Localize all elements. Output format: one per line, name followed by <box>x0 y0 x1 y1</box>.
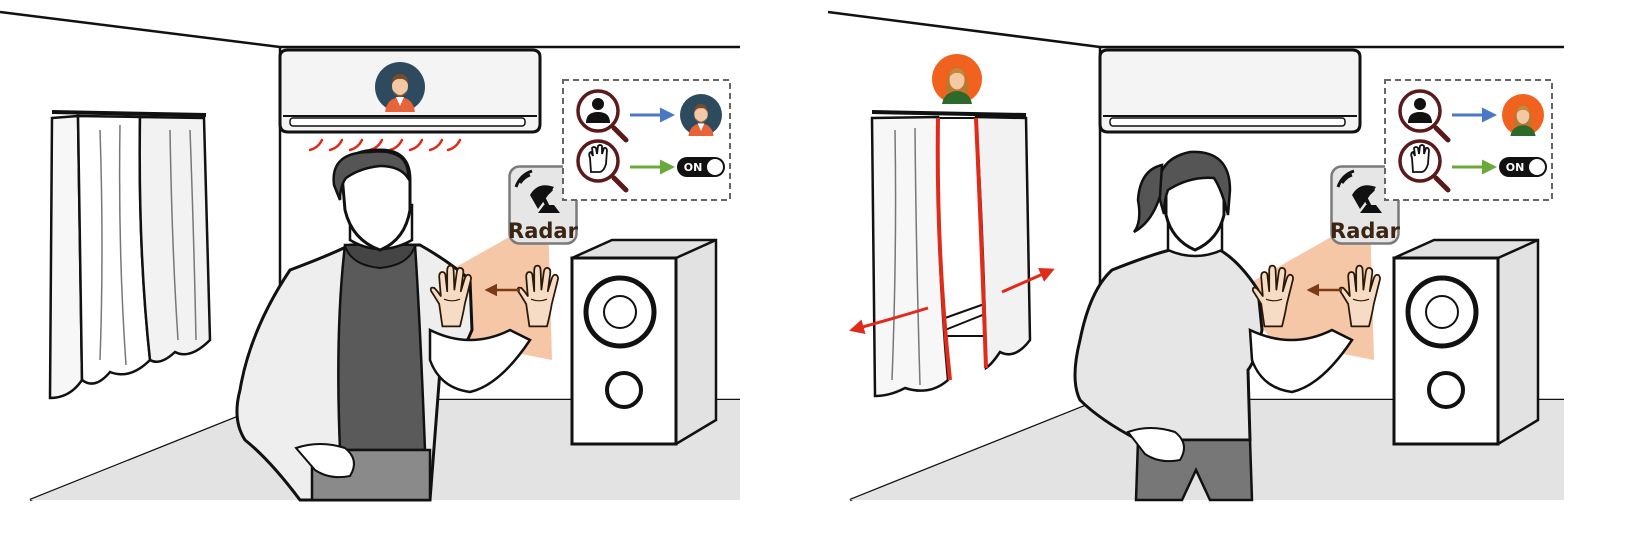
hand-search-icon <box>1398 139 1451 193</box>
identity-row <box>576 89 722 143</box>
speaker <box>1392 238 1540 446</box>
ac-airflow <box>308 138 462 152</box>
radar-device: Radar <box>508 165 579 245</box>
panel-left: Radar <box>0 10 740 502</box>
gesture-row: ON <box>576 139 725 193</box>
curtain <box>870 110 1032 398</box>
user-search-icon <box>1398 89 1451 143</box>
user-search-icon <box>576 89 629 143</box>
hand-search-icon <box>576 139 629 193</box>
on-toggle: ON <box>677 157 725 177</box>
identified-user-icon <box>680 94 722 136</box>
identified-user-icon <box>1502 94 1544 136</box>
person-woman <box>1073 150 1354 502</box>
gesture-row: ON <box>1398 139 1547 193</box>
panel-right: Radar <box>827 10 1564 502</box>
radar-device: Radar <box>1330 165 1401 245</box>
user-avatar-man-icon <box>375 62 425 112</box>
person-man <box>235 148 532 502</box>
on-toggle: ON <box>1499 157 1547 177</box>
speaker <box>570 238 718 446</box>
toggle-label: ON <box>684 161 703 174</box>
recognition-panel: ON <box>1384 79 1553 201</box>
identity-row <box>1398 89 1544 143</box>
radar-label: Radar <box>508 219 579 243</box>
radar-label: Radar <box>1330 219 1401 243</box>
toggle-label: ON <box>1506 161 1525 174</box>
curtain-open-left-arrow <box>849 306 929 334</box>
air-conditioner <box>1098 48 1362 134</box>
curtain <box>48 110 212 400</box>
user-avatar-woman-icon <box>932 54 982 104</box>
curtain-open-right-arrow <box>1001 268 1055 294</box>
recognition-panel: ON <box>562 79 731 201</box>
